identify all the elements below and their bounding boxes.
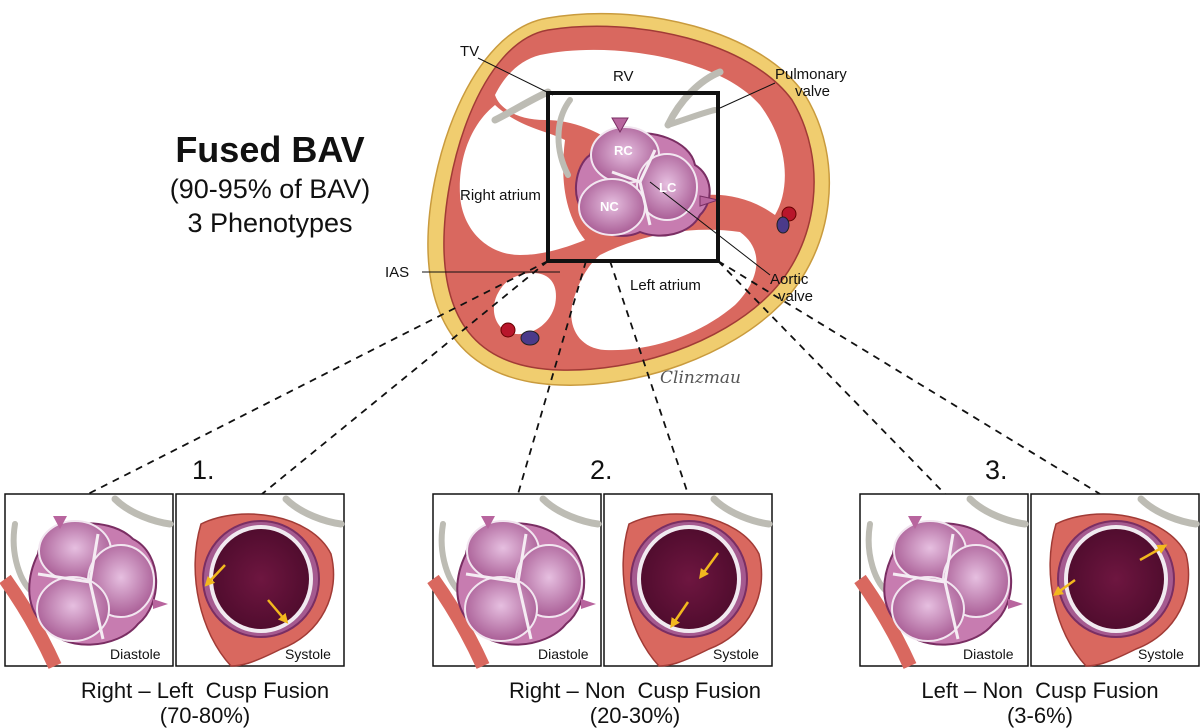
diastole-leaflet: [539, 495, 602, 528]
phenotype-1-fusion-pct: (70-80%): [159, 703, 251, 728]
label-rv: RV: [613, 68, 634, 85]
dashed-connectors: [87, 260, 1101, 495]
opening-arrow-icon: [699, 552, 720, 580]
phenotype-2-systole-label: Systole: [713, 646, 759, 662]
coronary-vein-icon: [776, 216, 790, 234]
diastole-wall: [427, 574, 490, 669]
systole-leaflet: [282, 495, 345, 528]
diastole-commissures: [465, 533, 533, 640]
diastole-cusp: [36, 576, 110, 642]
inset-box: [546, 91, 720, 263]
phenotype-panels: [0, 493, 1200, 669]
phenotype-2-drawing: [427, 493, 773, 669]
phenotype-1-number: 1.: [192, 455, 215, 485]
diastole-leaflet: [111, 495, 174, 528]
lower-cavity: [493, 273, 556, 335]
cusp-lc: [636, 153, 698, 221]
opening-arrow-icon: [670, 601, 690, 629]
diastole-coronary-ostium: [908, 516, 922, 529]
label-cusp-rc: RC: [614, 143, 633, 158]
aortic-valve: [574, 117, 720, 237]
diastole-coronary-ostium: [481, 516, 495, 529]
phenotype-3-fusion-pct: (3-6%): [1006, 703, 1073, 728]
tricuspid-leaflet: [491, 88, 552, 124]
phenotype-1-systole-label: Systole: [285, 646, 331, 662]
label-left-atrium: Left atrium: [630, 277, 701, 294]
title-sub-2: 3 Phenotypes: [187, 208, 353, 238]
tv-septal-leaflet: [555, 97, 573, 178]
systole-leaflet: [710, 495, 773, 528]
label-cusp-nc: NC: [600, 199, 619, 214]
right-atrium-cavity: [459, 105, 585, 255]
phenotype-3-fusion-name: Left – Non Cusp Fusion: [921, 678, 1159, 703]
label-tv: TV: [460, 43, 480, 60]
phenotype-3-number: 3.: [985, 455, 1008, 485]
phenotype-1-fusion: Right – Left Cusp Fusion (70-80%): [40, 678, 370, 728]
heart-cross-section: [422, 12, 830, 386]
opening-arrow-icon: [1139, 544, 1168, 562]
diastole-cusp: [891, 576, 965, 642]
leader-aortic: [649, 181, 771, 276]
label-aortic-1: Aortic: [770, 271, 809, 288]
label-pulmonary-2: valve: [795, 83, 831, 100]
leader-pulmonary: [719, 82, 776, 109]
diastole-coronary-ostium: [153, 599, 168, 609]
label-cusp-lc: LC: [659, 180, 677, 195]
title-main: Fused BAV: [175, 129, 365, 170]
diastole-wall: [854, 574, 917, 669]
artist-signature: Clinzmau: [660, 368, 741, 388]
label-aortic-2: valve: [778, 288, 814, 305]
systole-orifice: [209, 525, 313, 633]
phenotype-3-fusion: Left – Non Cusp Fusion (3-6%): [880, 678, 1200, 728]
opening-arrow-icon: [204, 564, 226, 587]
diastole-coronary-ostium: [581, 599, 596, 609]
opening-arrow-icon: [267, 599, 289, 624]
systole-orifice: [637, 525, 741, 633]
phenotype-2-fusion-name: Right – Non Cusp Fusion: [509, 678, 761, 703]
diastole-coronary-ostium: [1008, 599, 1023, 609]
phenotype-3-systole-label: Systole: [1138, 646, 1184, 662]
phenotype-1-diastole-label: Diastole: [110, 646, 161, 662]
diastole-coronary-ostium: [53, 516, 67, 529]
leader-tv: [477, 57, 554, 96]
label-ias: IAS: [385, 264, 410, 281]
diastole-leaflet: [966, 495, 1029, 528]
diastole-commissures: [37, 533, 105, 640]
phenotype-1-drawing: [0, 493, 345, 669]
phenotype-2-number: 2.: [590, 455, 613, 485]
phenotype-2-fusion-pct: (20-30%): [589, 703, 681, 728]
systole-leaflet: [1137, 495, 1200, 528]
diastole-wall: [0, 574, 62, 669]
diastole-commissures: [892, 533, 960, 640]
phenotype-3-drawing: [854, 493, 1200, 669]
title-block: Fused BAV (90-95% of BAV) 3 Phenotypes: [150, 128, 390, 240]
phenotype-2-fusion: Right – Non Cusp Fusion (20-30%): [465, 678, 805, 728]
phenotype-1-fusion-name: Right – Left Cusp Fusion: [80, 678, 330, 703]
opening-arrow-icon: [1052, 578, 1076, 596]
pulmonary-leaflet: [665, 107, 718, 128]
phenotype-2-diastole-label: Diastole: [538, 646, 589, 662]
coronary-artery-icon: [500, 322, 516, 338]
label-right-atrium: Right atrium: [460, 187, 541, 204]
label-pulmonary-1: Pulmonary: [775, 66, 847, 83]
title-sub-1: (90-95% of BAV): [169, 174, 371, 204]
phenotype-3-diastole-label: Diastole: [963, 646, 1014, 662]
diastole-cusp: [464, 576, 538, 642]
coronary-vein-icon: [520, 330, 540, 346]
systole-orifice: [1064, 525, 1168, 633]
